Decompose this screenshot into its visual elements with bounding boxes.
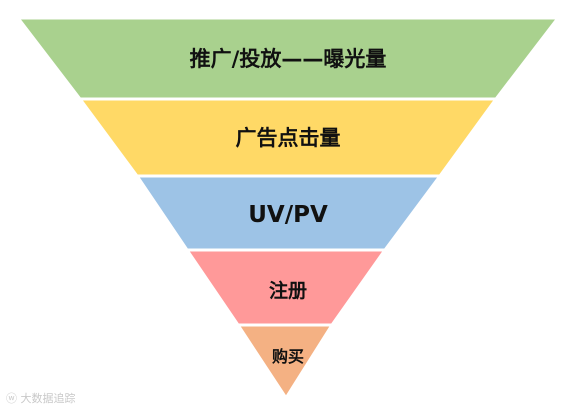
funnel-stage-uvpv-label: UV/PV — [248, 202, 328, 228]
funnel-stage-purchase-label: 购买 — [272, 347, 304, 366]
funnel-stage-exposure-label: 推广/投放——曝光量 — [190, 47, 387, 71]
funnel-stage-register-label: 注册 — [269, 279, 307, 302]
logo-icon: ⓦ — [6, 392, 17, 405]
watermark-text: 大数据追踪 — [20, 392, 76, 405]
watermark: ⓦ 大数据追踪 — [6, 390, 76, 406]
funnel-stage-purchase — [236, 323, 334, 400]
funnel-stage-clicks-label: 广告点击量 — [236, 126, 341, 150]
